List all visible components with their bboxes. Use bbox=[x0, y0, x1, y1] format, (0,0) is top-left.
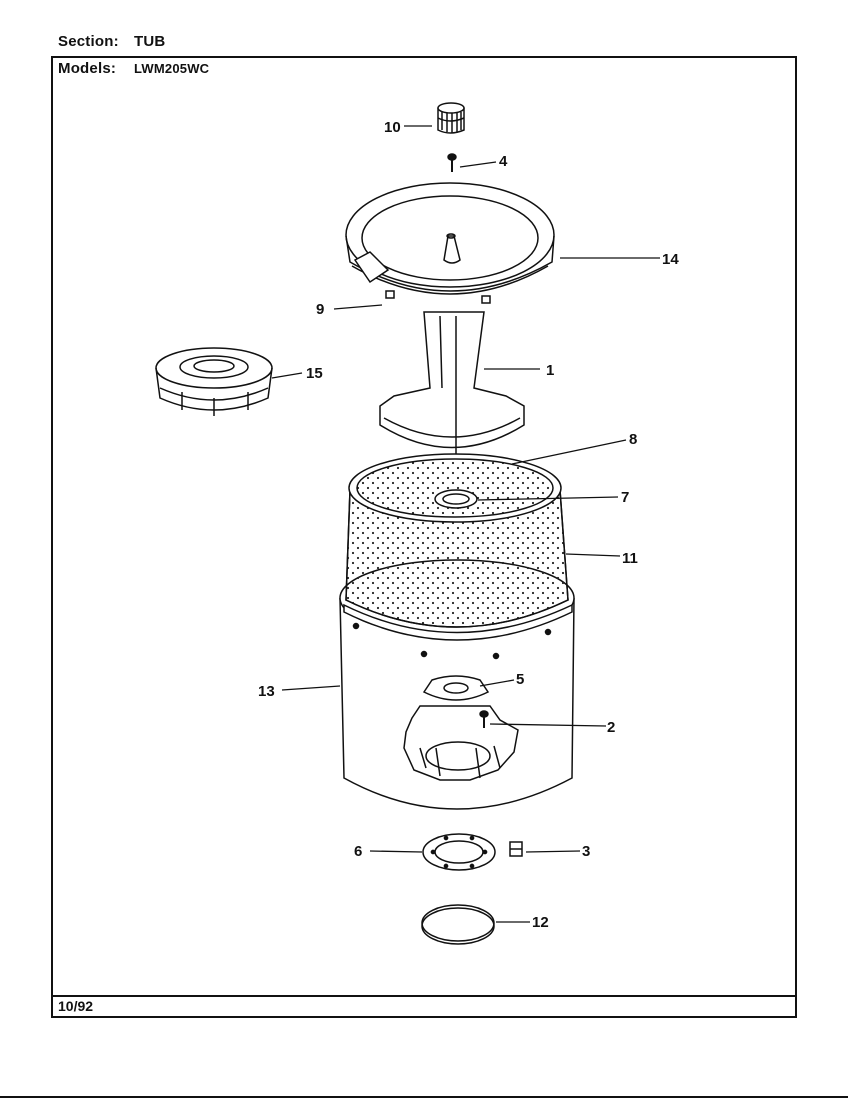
section-value: TUB bbox=[134, 33, 166, 50]
section-label: Section: bbox=[58, 33, 119, 50]
callout-4: 4 bbox=[499, 153, 508, 170]
callout-3: 3 bbox=[582, 843, 590, 860]
callout-8: 8 bbox=[629, 431, 637, 448]
part-5-hub bbox=[403, 675, 519, 781]
callout-5: 5 bbox=[516, 671, 524, 688]
part-11-spin-basket bbox=[343, 453, 573, 660]
callout-12: 12 bbox=[532, 914, 549, 931]
footer-divider bbox=[51, 995, 797, 997]
models-value: LWM205WC bbox=[134, 61, 210, 76]
callout-6: 6 bbox=[354, 843, 362, 860]
part-4-screw bbox=[447, 153, 457, 172]
part-7-seal bbox=[434, 489, 478, 509]
diagram-frame bbox=[51, 56, 797, 1018]
part-2-screw bbox=[479, 710, 489, 728]
callout-9: 9 bbox=[316, 301, 324, 318]
callout-14: 14 bbox=[662, 251, 679, 268]
leader-lines bbox=[271, 125, 660, 923]
revision-date: 10/92 bbox=[58, 998, 94, 1014]
callout-15: 15 bbox=[306, 365, 323, 382]
part-12-band bbox=[421, 904, 495, 945]
callout-7: 7 bbox=[621, 489, 629, 506]
callout-13: 13 bbox=[258, 683, 275, 700]
part-14-tub-ring bbox=[345, 182, 555, 304]
part-10-cap bbox=[437, 102, 465, 134]
part-15-balance-ring bbox=[155, 347, 273, 416]
models-label: Models: bbox=[58, 60, 117, 77]
callout-2: 2 bbox=[607, 719, 615, 736]
part-6-gasket bbox=[422, 833, 496, 871]
callout-10: 10 bbox=[384, 119, 401, 136]
callout-1: 1 bbox=[546, 362, 554, 379]
page-bottom-rule bbox=[0, 1096, 848, 1098]
callout-11: 11 bbox=[622, 550, 638, 567]
part-1-agitator bbox=[379, 311, 525, 460]
part-3-nut bbox=[509, 841, 523, 857]
